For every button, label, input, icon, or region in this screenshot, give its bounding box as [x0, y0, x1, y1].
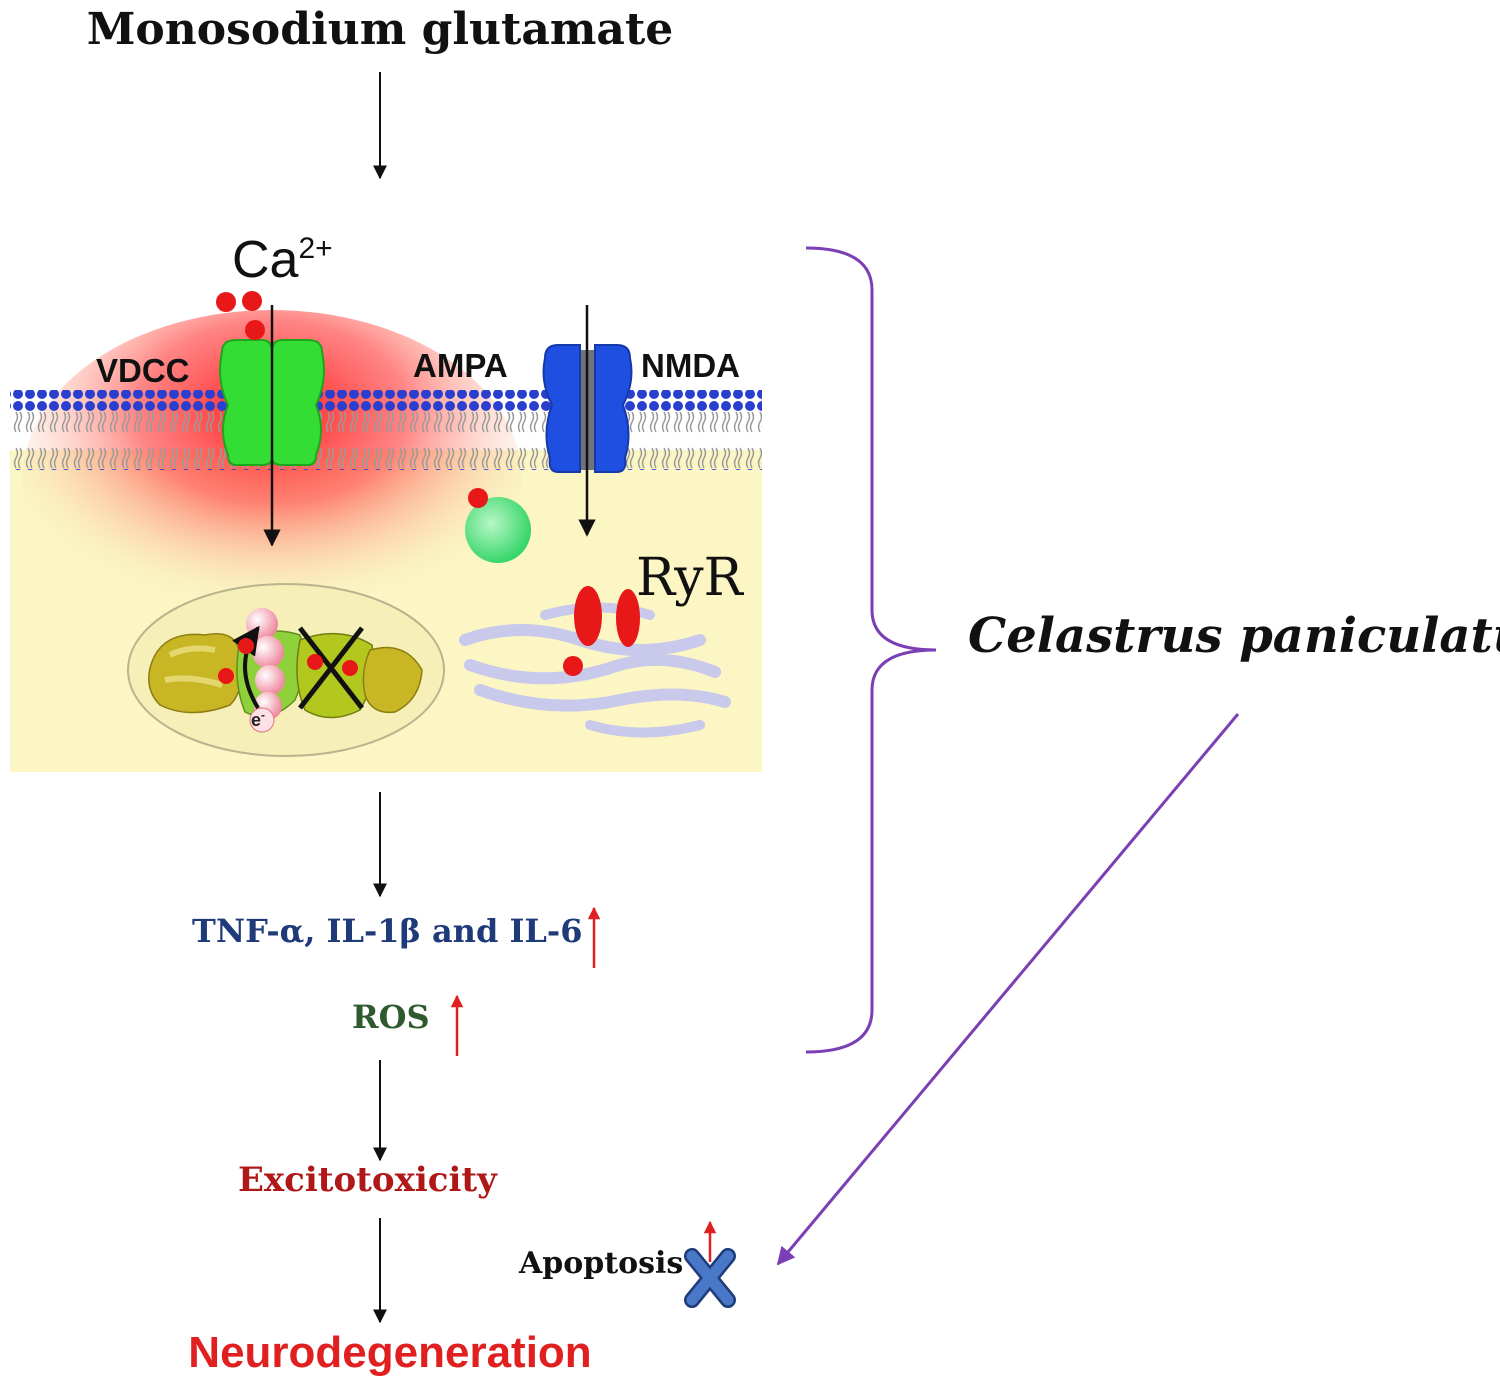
cytokines-label: TNF-α, IL-1β and IL-6	[192, 912, 583, 950]
excitotoxicity-label: Excitotoxicity	[238, 1160, 497, 1200]
ion-base: Ca	[232, 231, 299, 289]
calcium-ions	[216, 291, 265, 340]
vdcc-channel	[219, 339, 325, 466]
cell-membrane	[10, 390, 762, 470]
block-x-icon	[684, 1248, 736, 1308]
vesicle-icon	[465, 488, 531, 563]
mitochondrion-icon	[127, 583, 445, 757]
ros-label: ROS	[352, 998, 430, 1036]
electron-label: e-	[251, 708, 265, 731]
electron-base: e	[251, 710, 262, 730]
neurodegeneration-label: Neurodegeneration	[188, 1328, 592, 1377]
intervention-label: Celastrus paniculatus	[968, 608, 1500, 664]
intervention-arrow-icon	[776, 713, 1240, 1266]
curly-bracket-icon	[805, 246, 937, 1054]
ryr-receptor	[563, 586, 640, 676]
apoptosis-label: Apoptosis	[519, 1246, 684, 1281]
ampa-label: AMPA	[413, 347, 508, 384]
ion-charge: 2+	[298, 232, 333, 265]
ryr-label: RyR	[636, 548, 743, 608]
vdcc-label: VDCC	[96, 352, 190, 389]
diagram-title: Monosodium glutamate	[86, 4, 674, 55]
calcium-ion-label: Ca2+	[232, 230, 333, 290]
nmda-label: NMDA	[641, 347, 740, 384]
electron-charge: -	[261, 708, 266, 722]
